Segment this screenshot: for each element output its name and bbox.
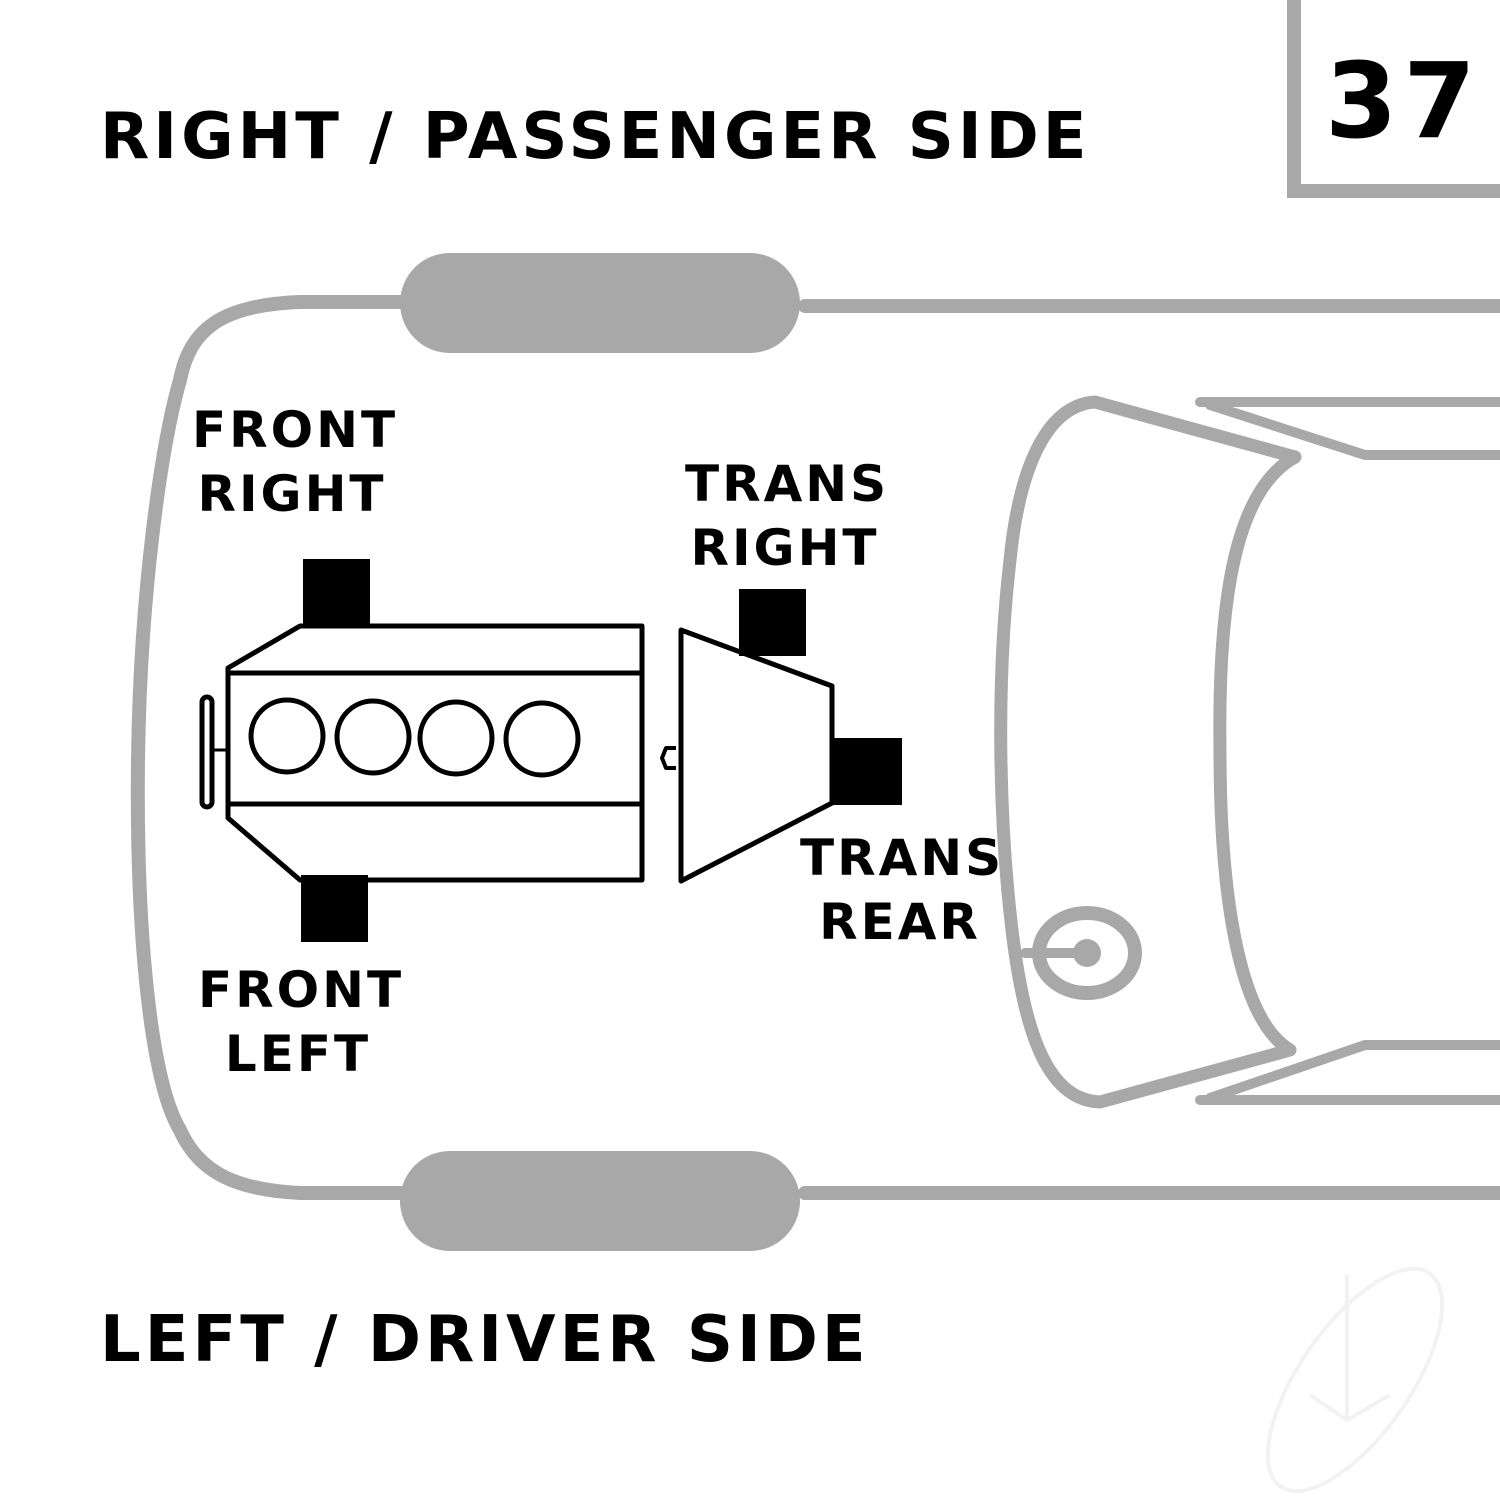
- watermark-logo-icon: [1265, 1266, 1445, 1494]
- passenger-side-label: RIGHT / PASSENGER SIDE: [100, 100, 1091, 174]
- diagram-number: 37: [1325, 40, 1482, 162]
- diagram-number-box: [1287, 0, 1500, 198]
- windshield-outline: [994, 395, 1302, 1109]
- trans-rear-mount: [832, 738, 902, 805]
- driver-side-label: LEFT / DRIVER SIDE: [100, 1303, 870, 1377]
- trans-rear-label: TRANS REAR: [800, 829, 1005, 951]
- trans-right-label: TRANS RIGHT: [685, 455, 890, 577]
- front-left-mount: [301, 875, 368, 942]
- front-left-tire: [400, 1151, 800, 1251]
- front-bumper-outline: [130, 295, 407, 1200]
- front-right-mount: [303, 559, 370, 626]
- engine-block: [199, 623, 645, 883]
- front-left-label: FRONT LEFT: [198, 961, 405, 1083]
- trans-right-mount: [739, 589, 806, 656]
- front-right-tire: [400, 253, 800, 353]
- front-right-label: FRONT RIGHT: [192, 401, 399, 523]
